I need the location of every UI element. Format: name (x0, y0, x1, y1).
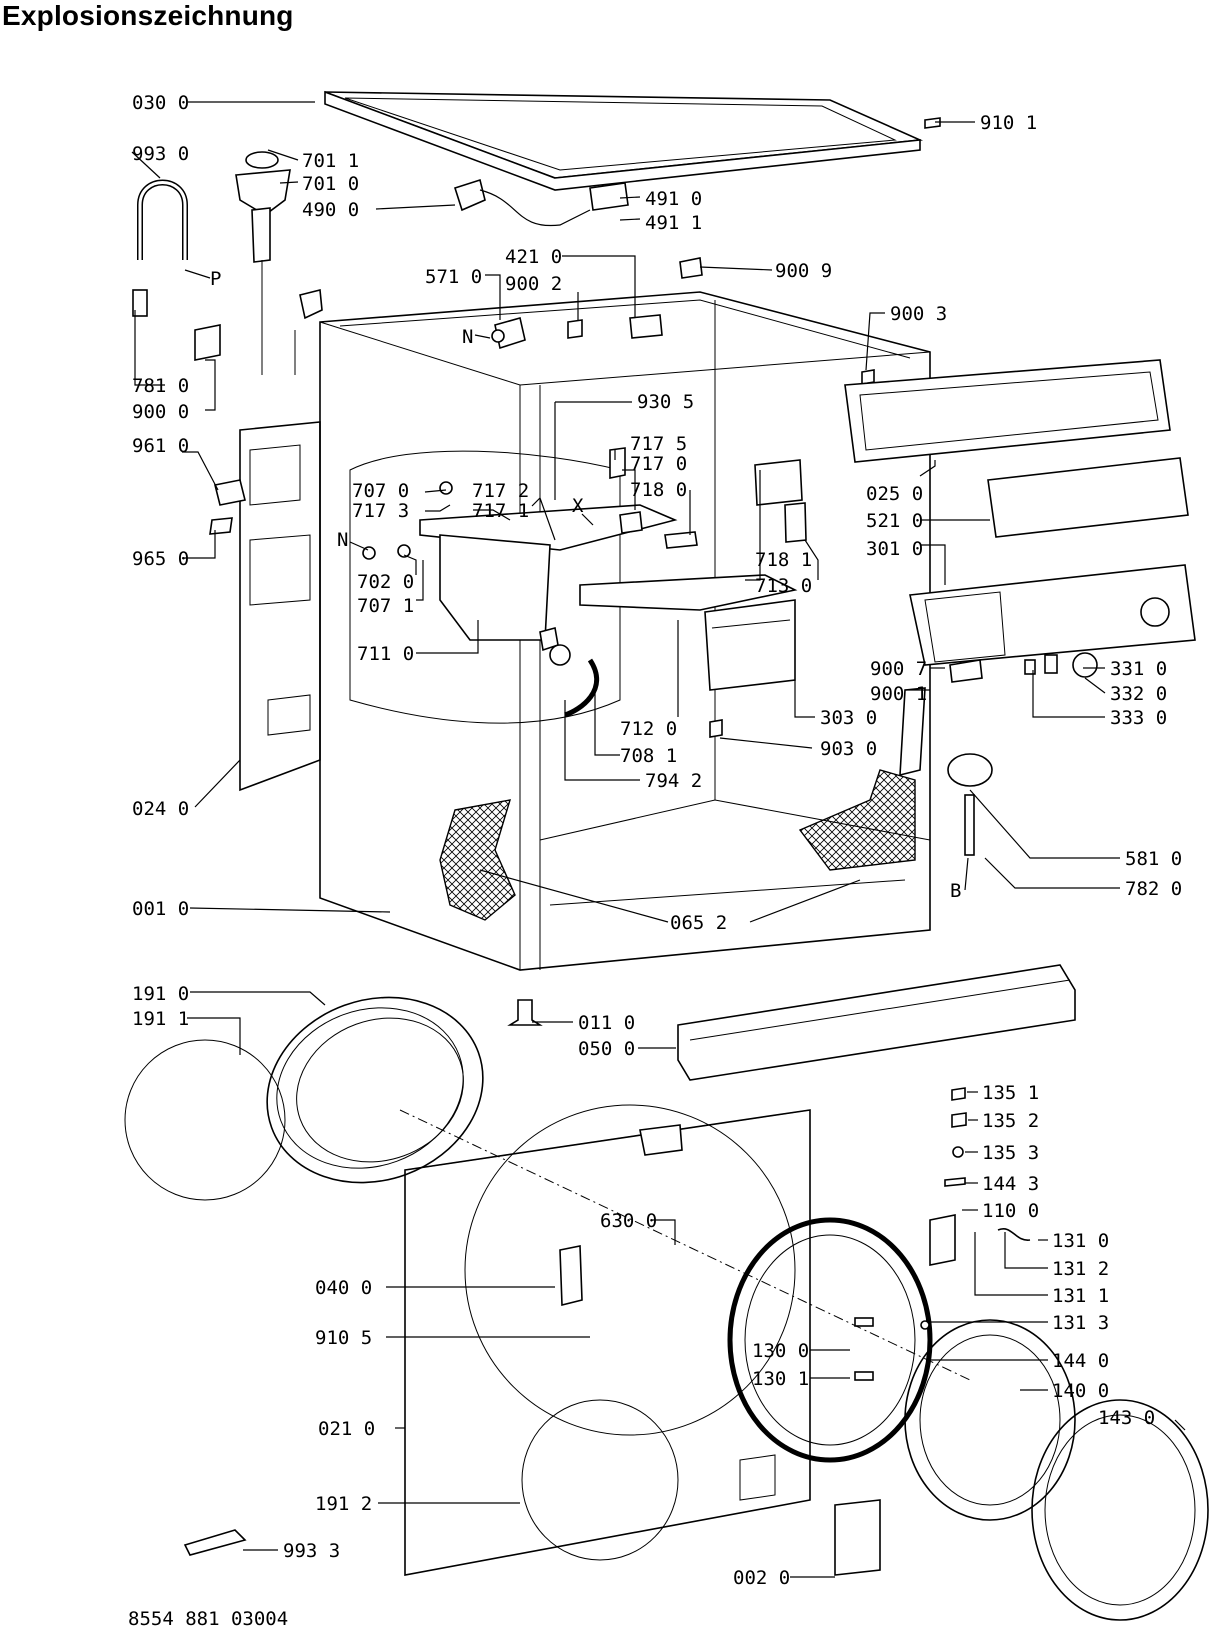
label-135-1: 135 1 (982, 1082, 1039, 1104)
label-630-0: 630 0 (600, 1210, 657, 1232)
label-303-0: 303 0 (820, 707, 877, 729)
label-571-0: 571 0 (425, 266, 482, 288)
label-130-1: 130 1 (752, 1368, 809, 1390)
label-717-1: 717 1 (472, 500, 529, 522)
label-491-0: 491 0 (645, 188, 702, 210)
top-cover (324, 90, 924, 191)
label-717-2: 717 2 (472, 480, 529, 502)
label-707-0: 707 0 (352, 480, 409, 502)
label-701-0: 701 0 (302, 173, 359, 195)
label-702-0: 702 0 (357, 571, 414, 593)
label-782-0: 782 0 (1125, 878, 1182, 900)
label-910-1: 910 1 (980, 112, 1037, 134)
label-903-0: 903 0 (820, 738, 877, 760)
label-011-0: 011 0 (578, 1012, 635, 1034)
detergent-drawer (419, 447, 807, 738)
pressure-switch (899, 687, 993, 856)
label-900-3: 900 3 (890, 303, 947, 325)
label-900-0: 900 0 (132, 401, 189, 423)
label-040-0: 040 0 (315, 1277, 372, 1299)
label-781-0: 781 0 (132, 375, 189, 397)
label-717-3: 717 3 (352, 500, 409, 522)
label-131-3: 131 3 (1052, 1312, 1109, 1334)
label-965-0: 965 0 (132, 548, 189, 570)
leader-lines (131, 101, 1186, 1578)
power-cord (453, 178, 629, 227)
label-521-0: 521 0 (866, 510, 923, 532)
label-144-0: 144 0 (1052, 1350, 1109, 1372)
label-030-0: 030 0 (132, 92, 189, 114)
label-024-0: 024 0 (132, 798, 189, 820)
label-025-0: 025 0 (866, 483, 923, 505)
label-065-2: 065 2 (670, 912, 727, 934)
label-712-0: 712 0 (620, 718, 677, 740)
cabinet-frame (319, 291, 931, 971)
label-490-0: 490 0 (302, 199, 359, 221)
label-331-0: 331 0 (1110, 658, 1167, 680)
label-191-1: 191 1 (132, 1008, 189, 1030)
label-143-0: 143 0 (1098, 1407, 1155, 1429)
label-X: X (572, 495, 584, 517)
label-140-0: 140 0 (1052, 1380, 1109, 1402)
label-333-0: 333 0 (1110, 707, 1167, 729)
label-N-valve: N (462, 326, 473, 348)
control-panel (844, 359, 1196, 683)
label-131-1: 131 1 (1052, 1285, 1109, 1307)
label-708-1: 708 1 (620, 745, 677, 767)
label-P: P (210, 268, 221, 290)
label-930-5: 930 5 (637, 391, 694, 413)
label-131-0: 131 0 (1052, 1230, 1109, 1252)
label-711-0: 711 0 (357, 643, 414, 665)
foot-and-plinth (507, 964, 1076, 1081)
label-N-inlet: N (337, 529, 348, 551)
label-900-1: 900 1 (870, 683, 927, 705)
label-301-0: 301 0 (866, 538, 923, 560)
label-581-0: 581 0 (1125, 848, 1182, 870)
label-900-9: 900 9 (775, 260, 832, 282)
label-993-0: 993 0 (132, 143, 189, 165)
inlet-valve (491, 257, 875, 385)
door-assembly (727, 1214, 1209, 1621)
drain-hose (132, 179, 221, 361)
label-135-3: 135 3 (982, 1142, 1039, 1164)
label-191-2: 191 2 (315, 1493, 372, 1515)
label-910-5: 910 5 (315, 1327, 372, 1349)
label-707-1: 707 1 (357, 595, 414, 617)
label-491-1: 491 1 (645, 212, 702, 234)
label-001-0: 001 0 (132, 898, 189, 920)
label-717-5: 717 5 (630, 433, 687, 455)
inlet-funnel (235, 151, 323, 375)
label-421-0: 421 0 (505, 246, 562, 268)
back-panel (239, 421, 321, 792)
document-number: 8554 881 03004 (128, 1608, 289, 1630)
label-130-0: 130 0 (752, 1340, 809, 1362)
part-drawings (124, 90, 1209, 1621)
label-718-0: 718 0 (630, 479, 687, 501)
label-900-2: 900 2 (505, 273, 562, 295)
front-panel (399, 1104, 971, 1576)
label-718-1: 718 1 (755, 549, 812, 571)
label-131-2: 131 2 (1052, 1258, 1109, 1280)
label-110-0: 110 0 (982, 1200, 1039, 1222)
label-900-7: 900 7 (870, 658, 927, 680)
label-144-3: 144 3 (982, 1173, 1039, 1195)
page-title: Explosionszeichnung (2, 0, 294, 31)
label-135-2: 135 2 (982, 1110, 1039, 1132)
label-191-0: 191 0 (132, 983, 189, 1005)
label-794-2: 794 2 (645, 770, 702, 792)
label-050-0: 050 0 (578, 1038, 635, 1060)
label-B: B (950, 880, 961, 902)
label-701-1: 701 1 (302, 150, 359, 172)
label-021-0: 021 0 (318, 1418, 375, 1440)
label-961-0: 961 0 (132, 435, 189, 457)
label-332-0: 332 0 (1110, 683, 1167, 705)
label-713-0: 713 0 (755, 575, 812, 597)
label-993-3: 993 3 (283, 1540, 340, 1562)
part-labels: 030 0 910 1 993 0 701 1 701 0 490 0 491 … (132, 92, 1182, 1589)
label-717-0: 717 0 (630, 453, 687, 475)
fasteners (183, 117, 1031, 1556)
label-002-0: 002 0 (733, 1567, 790, 1589)
